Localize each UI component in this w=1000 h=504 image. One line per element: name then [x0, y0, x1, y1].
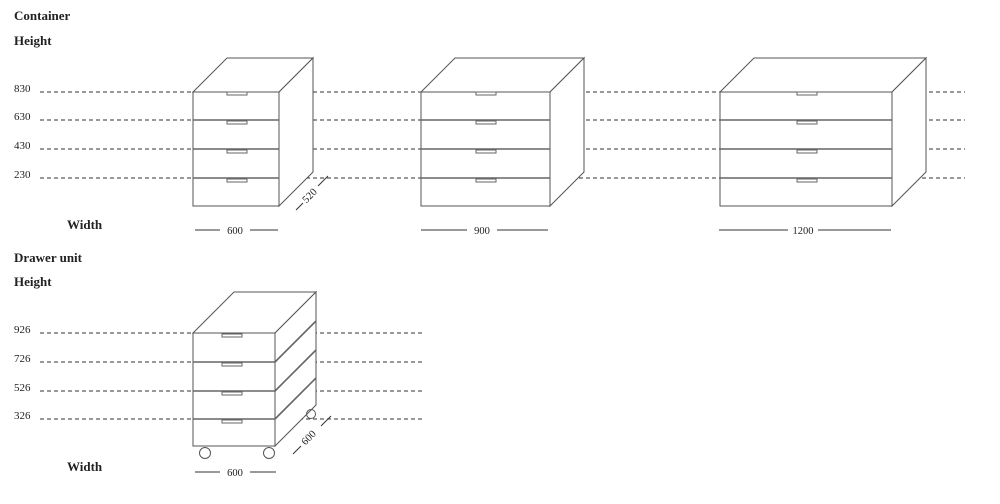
drawer-unit-height-level-1: 926 [14, 324, 31, 336]
drawer-unit-height-label: Height [14, 274, 52, 289]
drawer-unit-section-title: Drawer unit [14, 250, 83, 265]
container-height-level-3: 430 [14, 140, 31, 152]
container-width-600: 600 [227, 226, 243, 237]
drawer-unit-castor-wheels [199, 409, 316, 459]
container-width-1200: 1200 [793, 226, 814, 237]
drawer-unit-height-level-3: 526 [14, 382, 31, 394]
container-1200-width-dimension: 1200 [719, 226, 891, 237]
container-section-title: Container [14, 8, 71, 23]
container-600-width-dimension: 600 [195, 226, 278, 237]
container-height-level-1: 830 [14, 83, 31, 95]
drawer-unit-height-level-4: 326 [14, 410, 31, 422]
drawer-unit-width-dimension: 600 [195, 468, 276, 479]
drawer-unit-cabinet [191, 290, 318, 448]
container-900-width-dimension: 900 [421, 226, 548, 237]
container-depth-value: 520 [301, 187, 320, 206]
container-width-label: Width [67, 217, 103, 232]
drawer-unit-depth-value: 600 [300, 429, 319, 448]
container-height-level-2: 630 [14, 111, 31, 123]
container-900-cabinet [419, 56, 586, 208]
container-600-cabinet [191, 56, 315, 208]
container-1200-cabinet [718, 56, 928, 208]
drawer-unit-height-level-2: 726 [14, 353, 31, 365]
container-height-level-4: 230 [14, 169, 31, 181]
drawer-unit-width-value: 600 [227, 468, 243, 479]
container-height-label: Height [14, 33, 52, 48]
drawer-unit-width-label: Width [67, 459, 103, 474]
container-width-900: 900 [474, 226, 490, 237]
